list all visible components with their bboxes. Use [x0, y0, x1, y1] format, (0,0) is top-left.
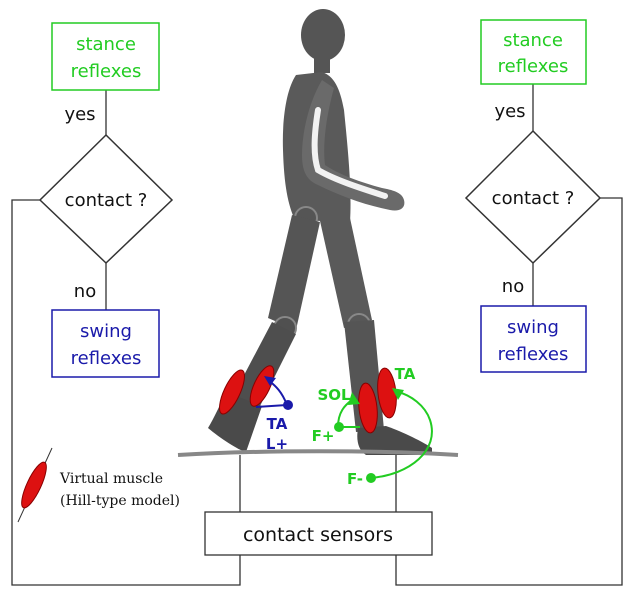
left-contact-decision: contact ?	[38, 133, 174, 265]
ground-line	[177, 449, 459, 457]
label-ta-left: TA	[267, 415, 288, 433]
right-swing-reflexes-box: swing reflexes	[480, 305, 587, 373]
right-connectors	[395, 84, 623, 586]
front-leg-muscle-sol	[358, 382, 378, 434]
right-stance-line2: reflexes	[498, 56, 569, 77]
length-feedback-arc	[255, 376, 293, 410]
right-no-label: no	[502, 276, 524, 297]
left-stance-line1: stance	[76, 34, 136, 55]
right-contact-decision: contact ?	[464, 129, 602, 265]
back-leg-muscle-ta	[249, 365, 275, 407]
virtual-muscle-legend: Virtual muscle (Hill-type model)	[17, 447, 180, 523]
label-f-minus: F-	[347, 470, 363, 488]
left-no-label: no	[74, 281, 96, 302]
right-decision-label: contact ?	[492, 188, 575, 209]
left-swing-line2: reflexes	[71, 348, 142, 369]
legend-line1: Virtual muscle	[59, 471, 163, 487]
label-ta-right: TA	[395, 365, 416, 383]
legend-line2: (Hill-type model)	[60, 493, 180, 509]
ta-arrowhead	[392, 388, 404, 400]
label-f-plus: F+	[312, 427, 335, 445]
left-swing-line1: swing	[80, 321, 132, 342]
red-muscle-icon	[17, 447, 53, 523]
contact-sensors-label: contact sensors	[243, 524, 393, 546]
label-l-plus: L+	[266, 435, 288, 453]
right-stance-reflexes-box: stance reflexes	[480, 19, 587, 85]
right-yes-label: yes	[494, 101, 525, 122]
f-plus-sensor-dot	[334, 422, 344, 432]
right-stance-line1: stance	[503, 30, 563, 51]
left-yes-label: yes	[64, 104, 95, 125]
left-stance-line2: reflexes	[71, 61, 142, 82]
left-connectors	[11, 90, 241, 586]
label-sol: SOL	[317, 386, 351, 404]
left-decision-label: contact ?	[65, 190, 148, 211]
left-stance-reflexes-box: stance reflexes	[51, 22, 160, 91]
left-swing-reflexes-box: swing reflexes	[51, 309, 160, 378]
f-minus-sensor-dot	[366, 473, 376, 483]
contact-sensors-box: contact sensors	[204, 511, 433, 556]
sol-arrowhead	[348, 392, 360, 405]
right-swing-line2: reflexes	[498, 344, 569, 365]
back-leg-muscle-calf	[219, 369, 245, 415]
leg-muscles	[219, 365, 397, 434]
right-swing-line1: swing	[507, 317, 559, 338]
